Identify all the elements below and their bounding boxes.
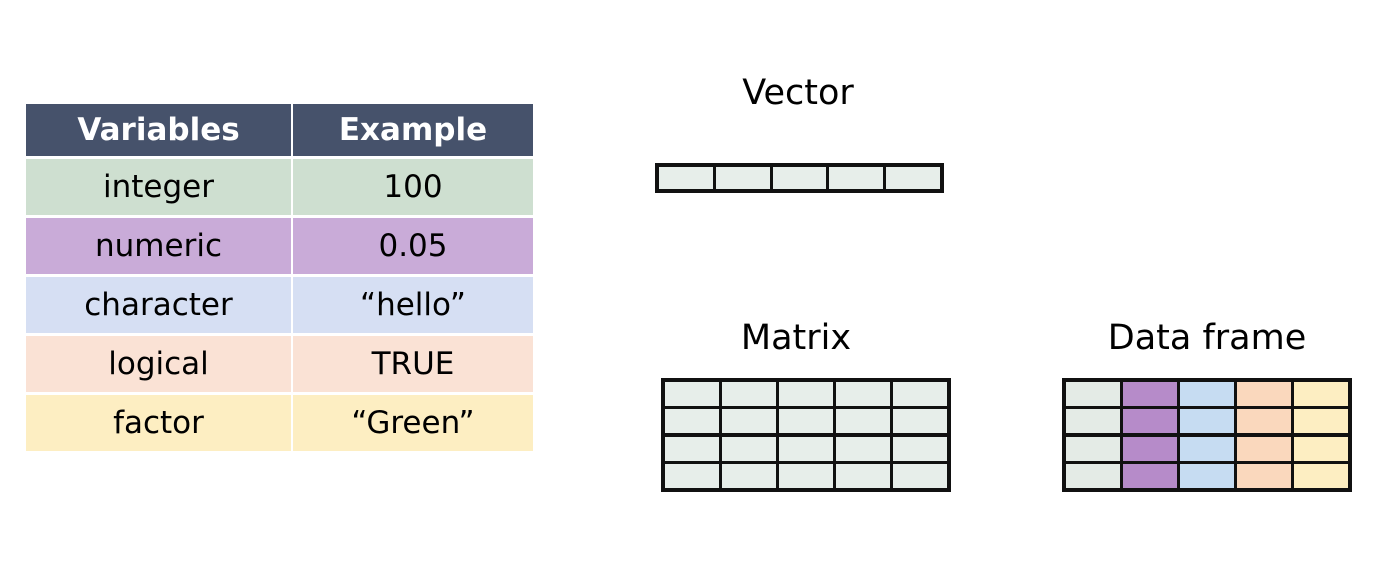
dataframe-cell	[1293, 435, 1349, 462]
matrix-cell	[778, 435, 834, 462]
dataframe-cell	[1293, 463, 1349, 489]
dataframe-cell	[1179, 408, 1235, 435]
dataframe-cell	[1065, 463, 1121, 489]
matrix-cell	[778, 463, 834, 489]
vector-cell	[885, 166, 941, 190]
cell-variable: numeric	[26, 218, 291, 274]
matrix-cell	[892, 435, 948, 462]
dataframe-cell	[1065, 408, 1121, 435]
cell-example: “Green”	[293, 395, 533, 451]
matrix-cell	[721, 463, 777, 489]
dataframe-cell	[1122, 381, 1178, 407]
matrix-cell	[664, 435, 720, 462]
dataframe-cell	[1293, 381, 1349, 407]
column-header-variables: Variables	[26, 104, 291, 156]
cell-example: 0.05	[293, 218, 533, 274]
matrix-cell	[835, 463, 891, 489]
vector-cell	[771, 166, 828, 190]
dataframe-cell	[1236, 435, 1292, 462]
matrix-cell	[835, 435, 891, 462]
vector-cell	[828, 166, 885, 190]
dataframe-cell	[1065, 381, 1121, 407]
matrix-grid	[661, 378, 951, 492]
matrix-cell	[892, 408, 948, 435]
dataframe-cell	[1065, 435, 1121, 462]
column-header-example: Example	[293, 104, 533, 156]
cell-variable: integer	[26, 159, 291, 215]
dataframe-cell	[1179, 463, 1235, 489]
matrix-cell	[835, 381, 891, 407]
matrix-cell	[778, 408, 834, 435]
dataframe-cell	[1122, 435, 1178, 462]
dataframe-cell	[1122, 463, 1178, 489]
cell-example: “hello”	[293, 277, 533, 333]
dataframe-cell	[1236, 408, 1292, 435]
matrix-cell	[892, 463, 948, 489]
dataframe-cell	[1236, 463, 1292, 489]
matrix-cell	[835, 408, 891, 435]
dataframe-cell	[1122, 408, 1178, 435]
matrix-cell	[892, 381, 948, 407]
table-header-row: Variables Example	[26, 104, 533, 156]
matrix-cell	[664, 408, 720, 435]
cell-variable: character	[26, 277, 291, 333]
table-row: factor“Green”	[26, 395, 533, 451]
dataframe-cell	[1236, 381, 1292, 407]
vector-title: Vector	[742, 73, 854, 113]
cell-example: TRUE	[293, 336, 533, 392]
matrix-cell	[721, 381, 777, 407]
cell-variable: logical	[26, 336, 291, 392]
matrix-cell	[664, 381, 720, 407]
vector-cell	[714, 166, 771, 190]
dataframe-cell	[1179, 381, 1235, 407]
matrix-cell	[721, 435, 777, 462]
matrix-cell	[778, 381, 834, 407]
table-row: character“hello”	[26, 277, 533, 333]
dataframe-cell	[1293, 408, 1349, 435]
vector-grid	[655, 163, 944, 193]
matrix-cell	[721, 408, 777, 435]
dataframe-title: Data frame	[1107, 318, 1307, 358]
dataframe-cell	[1179, 435, 1235, 462]
cell-variable: factor	[26, 395, 291, 451]
matrix-title: Matrix	[740, 318, 852, 358]
cell-example: 100	[293, 159, 533, 215]
dataframe-grid	[1062, 378, 1352, 492]
vector-cell	[658, 166, 714, 190]
matrix-cell	[664, 463, 720, 489]
